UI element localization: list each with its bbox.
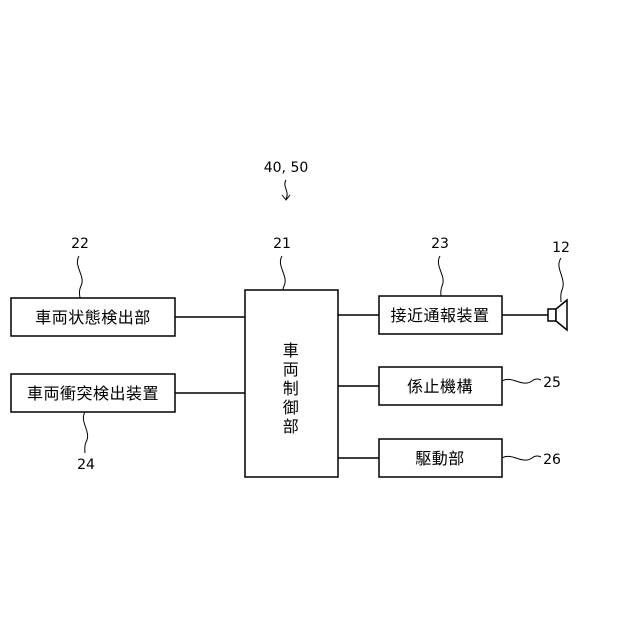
figure-ref-label: 40, 50 xyxy=(264,160,309,176)
ref-12: 12 xyxy=(552,240,570,256)
ref-21: 21 xyxy=(273,236,291,252)
figure-ref-arrow xyxy=(282,180,290,200)
leader-line-22 xyxy=(77,256,82,298)
vehicle-controller-label-char: 車 xyxy=(283,341,300,360)
leader-line-21 xyxy=(280,256,285,290)
speaker-icon xyxy=(548,300,567,330)
vehicle-collision-detector-label: 車両衝突検出装置 xyxy=(27,384,159,403)
leader-line-24 xyxy=(83,412,87,453)
leader-line-25 xyxy=(502,379,541,383)
ref-26: 26 xyxy=(543,452,561,468)
vehicle-controller-label: 車両制御部 xyxy=(283,341,300,436)
vehicle-controller-label-char: 部 xyxy=(283,417,300,436)
locking-mechanism-label: 係止機構 xyxy=(407,377,473,396)
ref-22: 22 xyxy=(71,236,89,252)
leader-line-12 xyxy=(559,258,563,302)
ref-23: 23 xyxy=(431,236,449,252)
vehicle-controller-label-char: 御 xyxy=(283,398,300,417)
leader-line-26 xyxy=(502,456,541,460)
ref-24: 24 xyxy=(77,457,95,473)
vehicle-controller-label-char: 両 xyxy=(283,360,300,379)
drive-unit-label: 駆動部 xyxy=(415,449,465,468)
vehicle-state-detector-label: 車両状態検出部 xyxy=(35,308,151,327)
approach-notification-label: 接近通報装置 xyxy=(390,306,489,325)
ref-25: 25 xyxy=(543,375,561,391)
leader-line-23 xyxy=(438,256,443,296)
vehicle-controller-label-char: 制 xyxy=(283,379,300,398)
